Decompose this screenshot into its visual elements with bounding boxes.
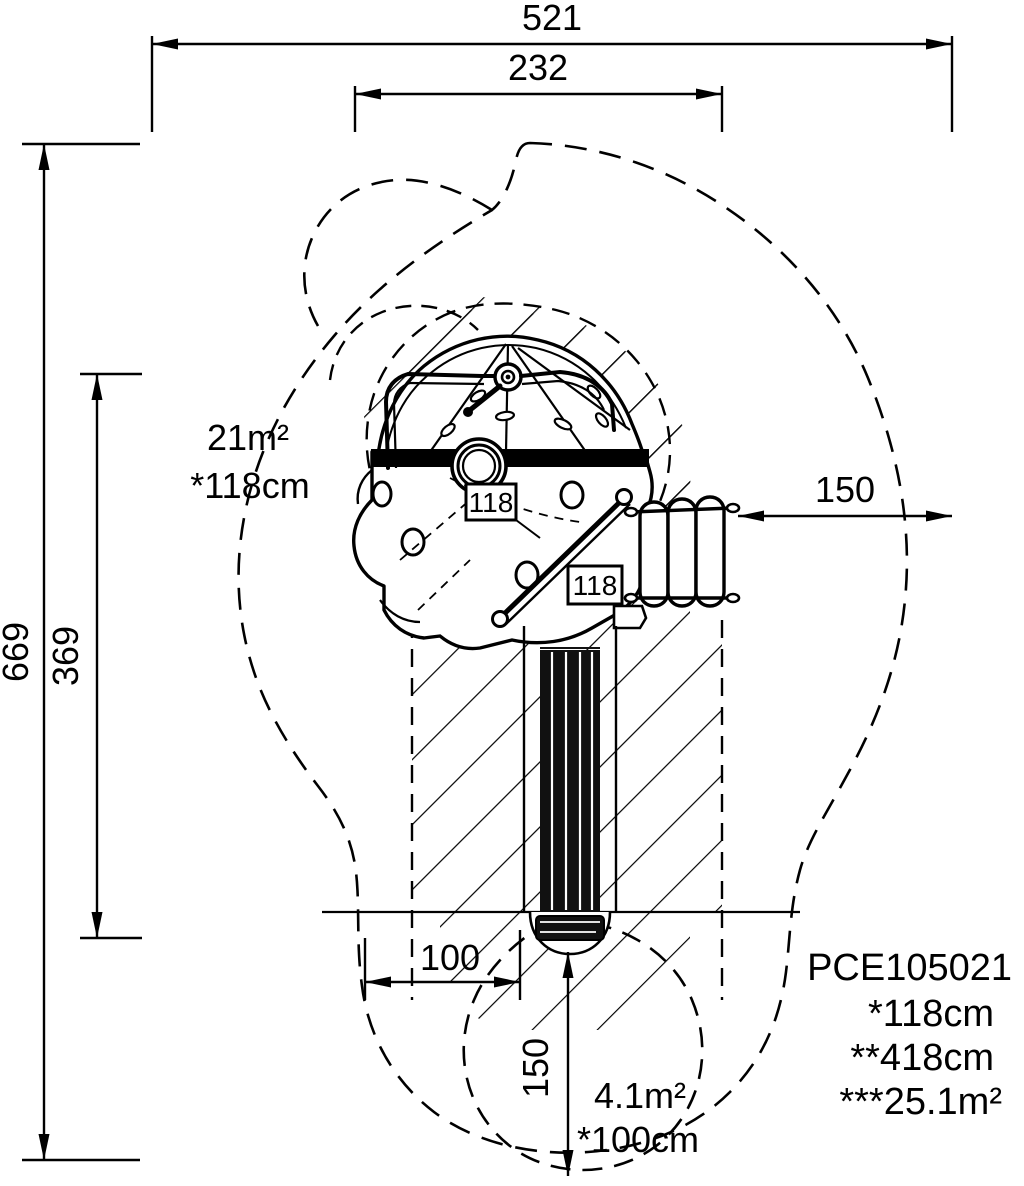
dimension-669-text: 669 bbox=[0, 622, 36, 682]
dimension-bottom-clearance: 150 bbox=[515, 952, 574, 1176]
dome-vent-slots bbox=[440, 384, 610, 438]
right-ladder-rails bbox=[623, 495, 741, 608]
dimension-equipment-height: 369 bbox=[45, 372, 142, 940]
fall-height-marker-1-text: 118 bbox=[469, 487, 514, 518]
dimension-right-clearance: 150 bbox=[738, 469, 952, 522]
zone-lower-area-text: 4.1m² bbox=[594, 1075, 686, 1116]
dimension-bottom-offset: 100 bbox=[363, 930, 522, 1000]
zone-upper-fall-height-text: *118cm bbox=[190, 465, 309, 506]
legend-line-3: ***25.1m² bbox=[839, 1081, 1002, 1123]
body-posts bbox=[371, 480, 585, 590]
bottom-right-fitting bbox=[612, 604, 648, 630]
legend-block: PCE105021 *118cm **418cm ***25.1m² bbox=[807, 947, 1012, 1123]
equipment-body bbox=[352, 334, 654, 651]
center-ring bbox=[450, 437, 508, 495]
dimension-521-text: 521 bbox=[522, 0, 582, 38]
legend-line-2: **418cm bbox=[850, 1037, 994, 1079]
dimension-equipment-width: 232 bbox=[353, 47, 724, 132]
fall-height-marker-2: 118 bbox=[566, 564, 624, 606]
equipment-dashed-arc-top bbox=[328, 304, 479, 381]
dimension-150-right-text: 150 bbox=[815, 469, 875, 510]
slide-element bbox=[522, 626, 618, 956]
legend-product-code: PCE105021 bbox=[807, 947, 1012, 989]
inner-safety-zone-lower bbox=[462, 918, 704, 1172]
outer-zone-top-lobe bbox=[303, 178, 493, 327]
fall-height-marker-2-text: 118 bbox=[573, 570, 618, 601]
zone-lower-fall-height-text: *100cm bbox=[577, 1119, 699, 1160]
dimension-100-text: 100 bbox=[420, 937, 480, 978]
slide-corridor bbox=[410, 620, 724, 1000]
zone-upper-annotation: 21m² *118cm bbox=[190, 417, 309, 506]
dimension-150-bottom-text: 150 bbox=[515, 1038, 556, 1098]
zone-upper-area-text: 21m² bbox=[207, 417, 289, 458]
zone-lower-annotation: 4.1m² *100cm bbox=[577, 1075, 699, 1160]
fall-height-marker-1: 118 bbox=[464, 482, 541, 539]
dimension-232-text: 232 bbox=[508, 47, 568, 88]
dimension-overall-width: 521 bbox=[150, 0, 954, 132]
dimension-369-text: 369 bbox=[45, 626, 86, 686]
legend-line-1: *118cm bbox=[868, 993, 994, 1035]
dimension-overall-height: 669 bbox=[0, 142, 140, 1162]
outer-safety-zone-outline bbox=[237, 141, 909, 1154]
